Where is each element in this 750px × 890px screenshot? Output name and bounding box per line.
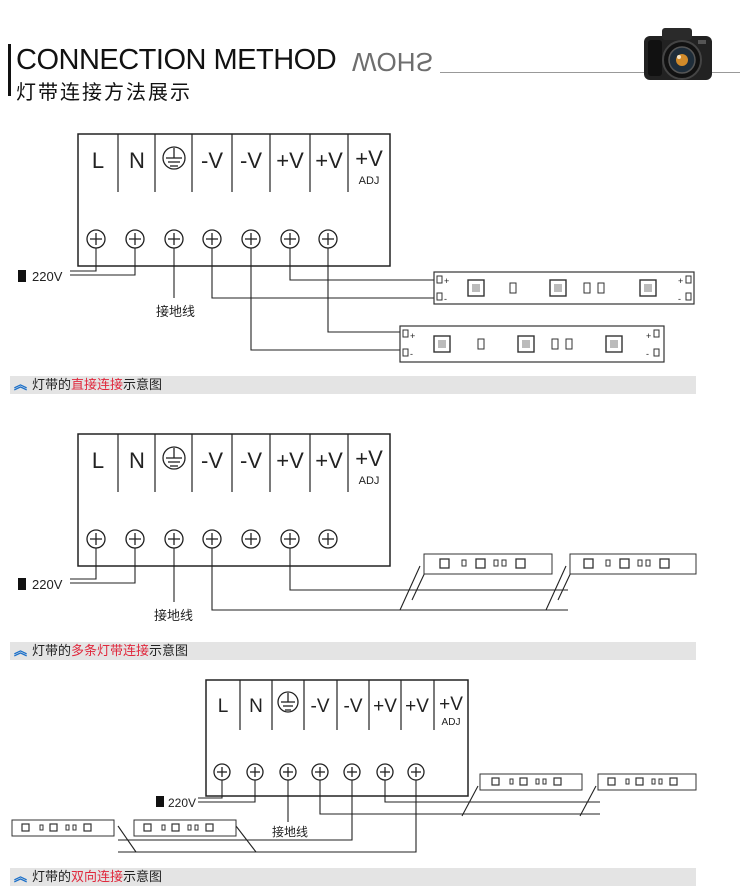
terminal-label-neg-v-1: -V [201, 148, 223, 173]
terminal-label-pos-v-2: +V [315, 148, 343, 173]
ground-wire-label: 接地线 [156, 304, 195, 319]
ground-icon [162, 446, 186, 470]
caption-text: 灯带的多条灯带连接示意图 [32, 643, 189, 658]
led-strip-right-1 [479, 773, 583, 791]
page-title-chinese: 灯带连接方法展示 [16, 82, 192, 104]
adj-label: ADJ [359, 175, 380, 187]
led-strip-multi-1 [423, 553, 553, 575]
plug-icon [156, 796, 164, 807]
plug-icon [18, 578, 26, 590]
header-divider [440, 72, 740, 73]
svg-text:+: + [646, 331, 651, 341]
terminal-label-pos-v-1: +V [373, 696, 397, 717]
adj-label: ADJ [359, 475, 380, 487]
caption-direct-connection: ︽ 灯带的直接连接示意图 [10, 376, 696, 394]
led-strip-left-1 [11, 819, 115, 837]
terminal-label-pos-v-adj: +V [439, 694, 463, 715]
terminal-label-n: N [249, 696, 263, 717]
terminal-label-n: N [129, 448, 145, 473]
page-header: CONNECTION METHOD WOHS 灯带连接方法展示 [0, 0, 750, 110]
diagram-bidirectional-connection: L N -V -V +V +V +V ADJ 220V [0, 674, 750, 864]
svg-text:-: - [678, 294, 681, 304]
terminal-dividers [117, 134, 349, 192]
led-strip-2: + - + - [399, 325, 665, 363]
diagram-direct-connection: L N -V -V +V +V +V ADJ 220V [0, 120, 750, 370]
wiring-diagram-2: L N -V -V +V +V +V ADJ 220V [18, 433, 697, 623]
caption-text: 灯带的直接连接示意图 [32, 377, 163, 392]
terminal-label-pos-v-2: +V [315, 448, 343, 473]
led-strip-1: + - + - [433, 271, 695, 305]
terminal-label-neg-v-2: -V [344, 696, 363, 717]
svg-text:+: + [678, 276, 683, 286]
screw-terminals [86, 229, 338, 249]
svg-text:+: + [444, 276, 449, 286]
terminal-label-l: L [218, 696, 229, 717]
terminal-label-pos-v-2: +V [405, 696, 429, 717]
caption-text: 灯带的双向连接示意图 [32, 869, 163, 884]
terminal-label-pos-v-1: +V [276, 148, 304, 173]
voltage-label: 220V [32, 577, 63, 592]
voltage-label: 220V [168, 796, 196, 810]
terminal-label-neg-v-2: -V [240, 448, 262, 473]
power-supply-box [77, 133, 391, 267]
header-accent-bar [8, 44, 11, 96]
ground-wire-label: 接地线 [272, 824, 308, 839]
terminal-label-neg-v-1: -V [201, 448, 223, 473]
caption-multi-strip-connection: ︽ 灯带的多条灯带连接示意图 [10, 642, 696, 660]
wires [70, 248, 440, 351]
terminal-label-pos-v-adj: +V [355, 146, 383, 171]
svg-text:-: - [444, 294, 447, 304]
svg-text:+: + [410, 331, 415, 341]
led-strip-left-2 [133, 819, 237, 837]
ground-icon [162, 146, 186, 170]
wiring-diagram-3: L N -V -V +V +V +V ADJ 220V [11, 679, 697, 853]
caption-bidirectional-connection: ︽ 灯带的双向连接示意图 [10, 868, 696, 886]
plug-icon [18, 270, 26, 282]
chevron-up-icon: ︽ [14, 377, 28, 392]
voltage-label: 220V [32, 269, 63, 284]
terminal-label-n: N [129, 148, 145, 173]
ground-wire-label: 接地线 [154, 608, 193, 623]
led-strip-right-2 [597, 773, 697, 791]
screw-terminals [86, 529, 338, 549]
adj-label: ADJ [442, 717, 461, 728]
terminal-label-neg-v-1: -V [311, 696, 330, 717]
diagram-multi-strip-connection: L N -V -V +V +V +V ADJ 220V [0, 420, 750, 640]
power-supply-box [77, 433, 391, 567]
terminal-label-pos-v-1: +V [276, 448, 304, 473]
terminal-label-l: L [92, 448, 104, 473]
chevron-up-icon: ︽ [14, 643, 28, 658]
chevron-up-icon: ︽ [14, 869, 28, 884]
terminal-label-neg-v-2: -V [240, 148, 262, 173]
terminal-label-l: L [92, 148, 104, 173]
svg-text:-: - [410, 349, 413, 359]
led-strip-multi-2 [569, 553, 697, 575]
wiring-diagram-1: L N -V -V +V +V +V ADJ 220V [18, 133, 695, 363]
page-title-mirror: WOHS [352, 47, 433, 77]
ground-icon [277, 691, 299, 713]
page-title-english: CONNECTION METHOD [16, 44, 337, 76]
svg-text:-: - [646, 349, 649, 359]
camera-icon [644, 28, 712, 80]
terminal-label-pos-v-adj: +V [355, 446, 383, 471]
